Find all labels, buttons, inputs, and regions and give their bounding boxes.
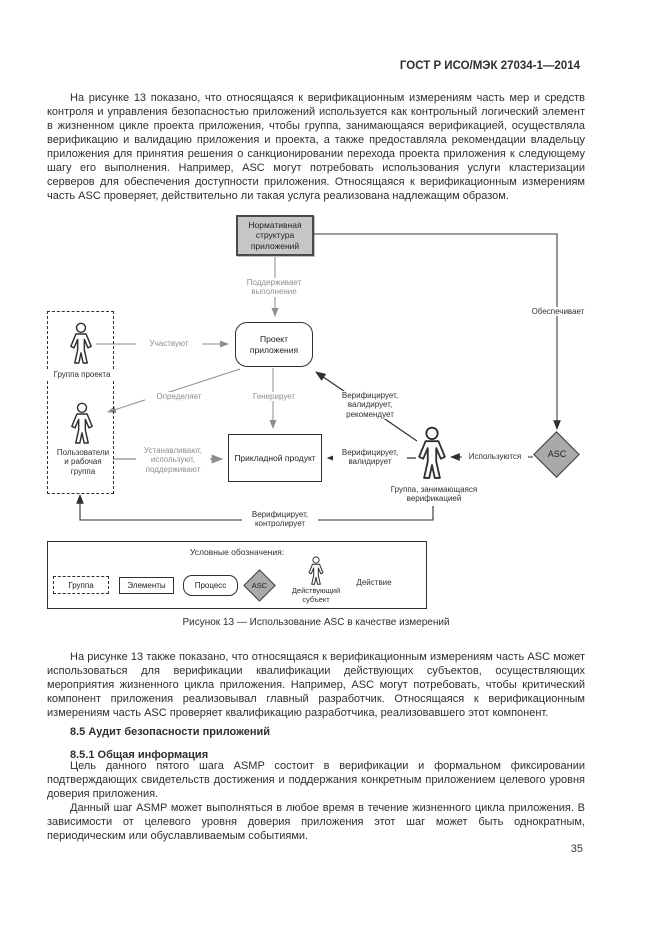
edge-label-verify-control: Верифицирует, контролирует bbox=[242, 510, 318, 529]
node-application-project: Проект приложения bbox=[235, 322, 313, 367]
edge-label-are-used: Используются bbox=[462, 452, 528, 462]
group-dashed-frame bbox=[47, 311, 114, 494]
paragraph-figure13-intro: На рисунке 13 показано, что относящаяся … bbox=[47, 92, 585, 202]
edge-label-participate: Участвуют bbox=[136, 339, 202, 349]
asc-diamond-label: ASC bbox=[547, 449, 567, 459]
edge-label-verify-validate-recommend: Верифицирует, валидирует, рекомендует bbox=[333, 391, 407, 419]
paragraph-asmp-goal: Цель данного пятого шага ASMP состоит в … bbox=[47, 760, 585, 800]
label-verification-group: Группа, занимающаяся верификацией bbox=[383, 485, 485, 504]
edge-label-supports-execution: Поддерживает выполнение bbox=[238, 278, 310, 297]
legend-action-label: Действие bbox=[348, 578, 400, 587]
document-code-header: ГОСТ Р ИСО/МЭК 27034-1—2014 bbox=[399, 60, 580, 72]
edge-label-install-use-maintain: Устанавливают, используют, поддерживают bbox=[136, 446, 210, 474]
label-users-working-group: Пользователи и рабочая группа bbox=[53, 448, 113, 476]
person-icon-project-team bbox=[66, 322, 96, 367]
edge-label-provides: Обеспечивает bbox=[520, 307, 596, 317]
node-application-product: Прикладной продукт bbox=[228, 434, 322, 482]
person-icon-users-group bbox=[67, 402, 97, 447]
node-application-normative-framework: Нормативная структура приложений bbox=[236, 215, 314, 256]
legend-process-symbol: Процесс bbox=[183, 575, 238, 596]
legend-elements-symbol: Элементы bbox=[119, 577, 174, 594]
label-project-team: Группа проекта bbox=[41, 370, 123, 380]
figure-caption: Рисунок 13 — Использование ASC в качеств… bbox=[182, 617, 450, 628]
legend-box: Условные обозначения: Группа Элементы Пр… bbox=[47, 541, 427, 609]
heading-8-5-1: 8.5.1 Общая информация bbox=[70, 749, 209, 761]
legend-person-icon bbox=[305, 556, 327, 587]
paragraph-figure13-also: На рисунке 13 также показано, что относя… bbox=[47, 651, 585, 719]
legend-title: Условные обозначения: bbox=[189, 547, 285, 557]
edge-label-defines: Определяет bbox=[145, 392, 213, 402]
heading-8-5: 8.5 Аудит безопасности приложений bbox=[70, 726, 271, 738]
edge-label-generates: Генерирует bbox=[242, 392, 306, 402]
edge-label-verify-validate: Верифицирует, валидирует bbox=[333, 448, 407, 467]
legend-group-symbol: Группа bbox=[53, 576, 109, 594]
legend-asc-label: ASC bbox=[251, 581, 268, 590]
person-icon-verification-group bbox=[413, 426, 451, 483]
page-number: 35 bbox=[570, 843, 583, 855]
legend-actor-label: Действующий субъект bbox=[291, 586, 341, 604]
paragraph-asmp-step: Данный шаг ASMP может выполняться в любо… bbox=[47, 802, 585, 842]
